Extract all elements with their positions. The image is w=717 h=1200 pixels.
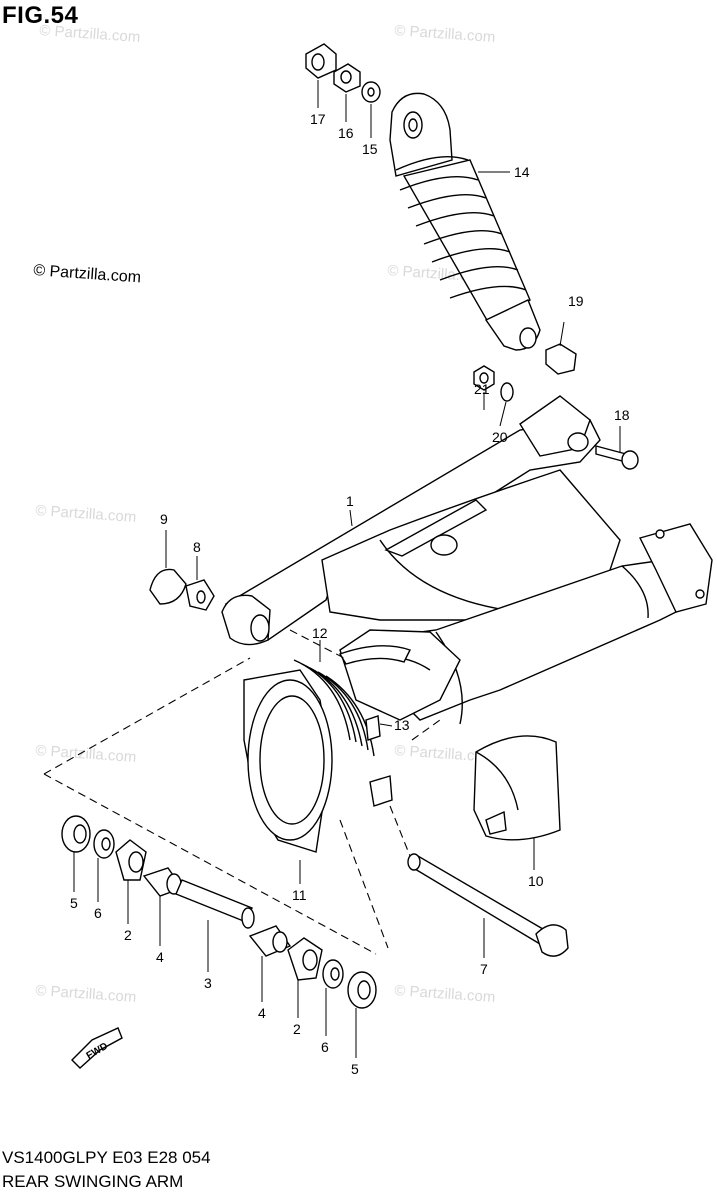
nut-21 xyxy=(473,365,495,391)
bushing-8 xyxy=(185,579,215,611)
clamp-12 xyxy=(338,645,411,665)
callout-21: 21 xyxy=(474,381,490,397)
oil-seal-5-left xyxy=(61,815,91,853)
callout-5-left: 5 xyxy=(70,895,78,911)
cushion-16 xyxy=(333,63,361,93)
washer-20 xyxy=(500,382,514,402)
callout-1: 1 xyxy=(346,493,354,509)
boot-11 xyxy=(243,659,393,853)
callout-18: 18 xyxy=(614,407,630,423)
bearing-2-left xyxy=(115,839,147,881)
bushing-19 xyxy=(545,343,577,375)
callout-10: 10 xyxy=(528,873,544,889)
callout-13: 13 xyxy=(394,717,410,733)
callout-19: 19 xyxy=(568,293,584,309)
washer-6-left xyxy=(93,829,115,859)
washer-15 xyxy=(361,81,381,103)
oil-seal-5-right xyxy=(347,971,377,1009)
callout-8: 8 xyxy=(193,539,201,555)
callout-16: 16 xyxy=(338,125,354,141)
callout-12: 12 xyxy=(312,625,328,641)
callout-2-left: 2 xyxy=(124,927,132,943)
cover-10 xyxy=(473,735,561,841)
callout-20: 20 xyxy=(492,429,508,445)
cap-9 xyxy=(149,568,187,605)
forward-arrow: FWD xyxy=(71,1027,123,1069)
bolt-18 xyxy=(595,445,639,470)
nut-17 xyxy=(305,43,337,79)
pivot-bolt-7 xyxy=(407,853,569,957)
rear-shock-absorber xyxy=(389,92,541,351)
callout-9: 9 xyxy=(160,511,168,527)
callout-6-right: 6 xyxy=(321,1039,329,1055)
callout-15: 15 xyxy=(362,141,378,157)
callout-2-right: 2 xyxy=(293,1021,301,1037)
spacer-4-right xyxy=(248,925,292,957)
callout-11: 11 xyxy=(292,887,307,903)
callout-17: 17 xyxy=(310,111,326,127)
callout-4-right: 4 xyxy=(258,1005,266,1021)
figure-title: FIG.54 xyxy=(2,2,79,29)
callout-labels: 17 16 15 14 19 21 20 18 1 9 8 12 13 11 1… xyxy=(70,111,630,1077)
shaft-3 xyxy=(175,879,255,929)
pivot-boss xyxy=(221,594,271,646)
leader-lines xyxy=(73,80,621,1058)
screw-13 xyxy=(365,715,381,741)
assembly-guide-lines xyxy=(43,629,441,955)
callout-6-left: 6 xyxy=(94,905,102,921)
callout-14: 14 xyxy=(514,164,530,180)
callout-7: 7 xyxy=(480,961,488,977)
callout-3: 3 xyxy=(204,975,212,991)
assembly-name: REAR SWINGING ARM xyxy=(2,1172,184,1191)
callout-5-right: 5 xyxy=(351,1061,359,1077)
model-code: VS1400GLPY E03 E28 054 xyxy=(2,1148,211,1167)
washer-6-right xyxy=(322,959,344,989)
bearing-2-right xyxy=(287,937,323,981)
callout-4-left: 4 xyxy=(156,949,164,965)
